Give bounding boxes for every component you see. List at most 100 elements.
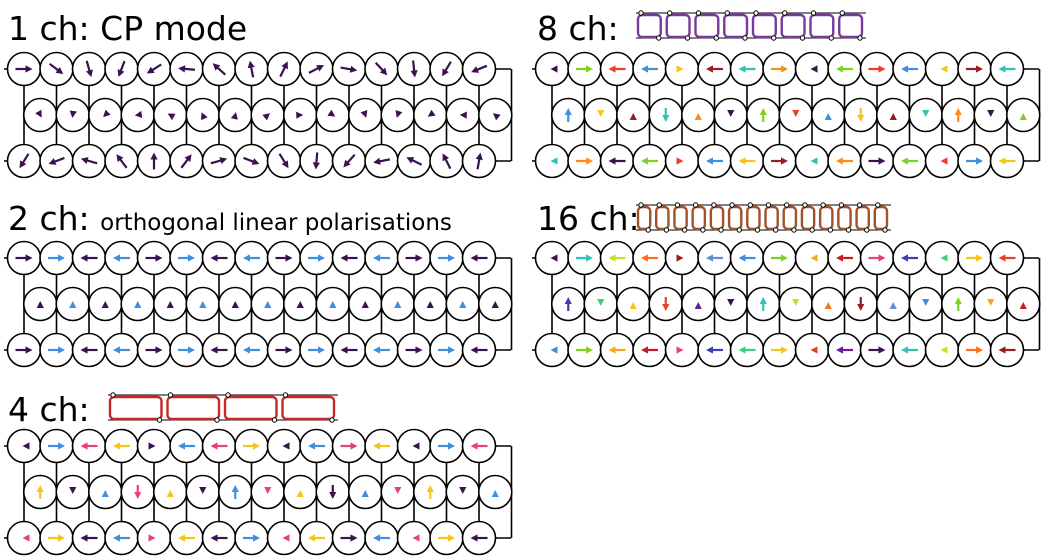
field-arrow bbox=[15, 65, 33, 73]
field-arrow bbox=[868, 65, 886, 73]
field-arrow bbox=[470, 442, 488, 450]
field-arrow bbox=[22, 534, 30, 542]
field-arrow bbox=[101, 301, 109, 308]
field-arrow bbox=[36, 485, 44, 499]
field-arrow bbox=[329, 485, 337, 499]
field-arrow bbox=[922, 110, 930, 117]
field-arrow bbox=[361, 301, 369, 308]
field-arrow bbox=[167, 113, 176, 121]
field-arrow bbox=[889, 302, 897, 309]
field-arrow bbox=[373, 254, 390, 262]
field-arrow bbox=[210, 534, 228, 542]
field-arrow bbox=[296, 490, 304, 497]
channel-group-outline bbox=[108, 395, 163, 421]
field-arrow bbox=[987, 299, 995, 306]
field-arrow bbox=[395, 110, 403, 118]
field-arrow bbox=[180, 154, 192, 169]
field-arrow bbox=[210, 157, 228, 165]
field-arrow bbox=[312, 152, 320, 170]
channel-group-outline bbox=[665, 13, 691, 39]
field-arrow bbox=[145, 254, 163, 262]
field-arrow bbox=[394, 487, 402, 494]
field-arrow bbox=[166, 490, 174, 497]
field-arrow bbox=[792, 299, 800, 306]
field-arrow bbox=[475, 152, 483, 170]
lattice-group bbox=[532, 240, 1041, 368]
field-arrow bbox=[148, 534, 156, 542]
field-arrow bbox=[308, 442, 325, 450]
field-arrow bbox=[759, 297, 767, 311]
field-arrow bbox=[940, 346, 948, 354]
field-arrow bbox=[438, 346, 455, 354]
field-arrow bbox=[442, 61, 452, 77]
field-arrow bbox=[998, 254, 1016, 262]
field-arrow bbox=[706, 65, 723, 73]
panel-title-1ch: 1 ch: CP mode bbox=[8, 12, 247, 45]
field-arrow bbox=[201, 112, 208, 121]
field-arrow bbox=[576, 346, 593, 354]
field-arrow bbox=[759, 108, 767, 122]
lattice-group bbox=[4, 240, 513, 368]
field-arrow bbox=[641, 254, 658, 262]
field-arrow bbox=[576, 157, 593, 165]
field-arrow bbox=[901, 157, 918, 165]
field-arrow bbox=[771, 65, 788, 73]
field-arrow bbox=[405, 254, 423, 262]
field-arrow bbox=[275, 254, 293, 262]
field-arrow bbox=[230, 112, 238, 120]
channel-group-outline bbox=[655, 205, 670, 231]
field-arrow bbox=[868, 346, 886, 354]
lattice-group bbox=[4, 428, 513, 556]
field-arrow bbox=[210, 346, 228, 354]
field-arrow bbox=[134, 110, 143, 119]
field-arrow bbox=[231, 485, 239, 499]
field-arrow bbox=[608, 65, 626, 73]
field-arrow bbox=[608, 157, 626, 165]
field-arrow bbox=[966, 157, 983, 165]
field-arrow bbox=[340, 254, 358, 262]
field-arrow bbox=[438, 442, 455, 450]
field-arrow bbox=[178, 254, 195, 262]
field-arrow bbox=[836, 254, 853, 262]
field-arrow bbox=[48, 442, 65, 450]
field-arrow bbox=[810, 157, 818, 165]
field-arrow bbox=[792, 110, 800, 117]
panel-title-lead: 2 ch: bbox=[8, 199, 101, 238]
field-arrow bbox=[36, 301, 44, 308]
field-arrow bbox=[738, 65, 756, 73]
channel-group-outline bbox=[873, 205, 889, 231]
field-arrow bbox=[243, 534, 260, 542]
field-arrow bbox=[727, 110, 735, 117]
field-arrow bbox=[442, 153, 452, 170]
field-arrow bbox=[134, 485, 142, 499]
field-arrow bbox=[48, 534, 65, 542]
field-arrow bbox=[178, 346, 195, 354]
field-arrow bbox=[901, 65, 918, 73]
field-arrow bbox=[22, 442, 30, 450]
field-arrow bbox=[279, 61, 288, 78]
field-arrow bbox=[810, 254, 818, 262]
field-arrow bbox=[662, 297, 670, 311]
field-arrow bbox=[868, 157, 886, 165]
field-arrow bbox=[340, 65, 358, 73]
channel-group-outline bbox=[709, 205, 725, 231]
field-arrow bbox=[576, 65, 593, 73]
field-arrow bbox=[49, 63, 64, 75]
field-arrow bbox=[85, 60, 93, 78]
channel-group-outline bbox=[751, 13, 777, 39]
field-arrow bbox=[868, 254, 886, 262]
field-arrow bbox=[608, 346, 626, 354]
channel-group-outline bbox=[636, 205, 652, 231]
field-arrow bbox=[940, 65, 948, 73]
channel-inset-icon bbox=[636, 10, 866, 41]
channel-group-outline bbox=[838, 13, 864, 39]
field-arrow bbox=[470, 346, 488, 354]
panel-title-lead: 8 ch: bbox=[537, 9, 619, 48]
field-arrow bbox=[374, 62, 388, 76]
field-arrow bbox=[243, 346, 260, 354]
field-arrow bbox=[48, 156, 65, 165]
field-arrow bbox=[676, 65, 684, 73]
field-arrow bbox=[282, 534, 290, 542]
field-arrow bbox=[824, 302, 832, 309]
field-arrow bbox=[148, 442, 156, 450]
